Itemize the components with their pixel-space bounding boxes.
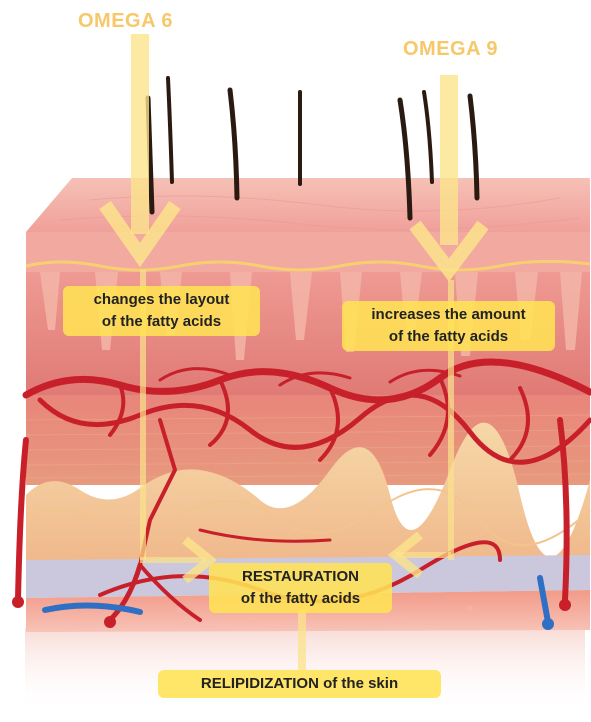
relipidization-label: RELIPIDIZATION of the skin: [158, 670, 441, 698]
restauration-line2: of the fatty acids: [218, 588, 383, 610]
omega9-title: OMEGA 9: [403, 38, 498, 61]
relipidization-connector: [298, 610, 306, 670]
omega6-effect-line1: changes the layout: [72, 289, 251, 311]
omega6-effect-label: changes the layout of the fatty acids: [63, 286, 260, 336]
omega9-effect-label: increases the amount of the fatty acids: [342, 301, 555, 351]
omega9-effect-line1: increases the amount: [351, 304, 546, 326]
omega6-effect-line2: of the fatty acids: [72, 311, 251, 333]
omega9-effect-line2: of the fatty acids: [351, 326, 546, 348]
restauration-label: RESTAURATION of the fatty acids: [209, 563, 392, 613]
relipidization-text: RELIPIDIZATION of the skin: [167, 673, 432, 695]
restauration-line1: RESTAURATION: [218, 566, 383, 588]
omega6-title: OMEGA 6: [78, 10, 173, 33]
